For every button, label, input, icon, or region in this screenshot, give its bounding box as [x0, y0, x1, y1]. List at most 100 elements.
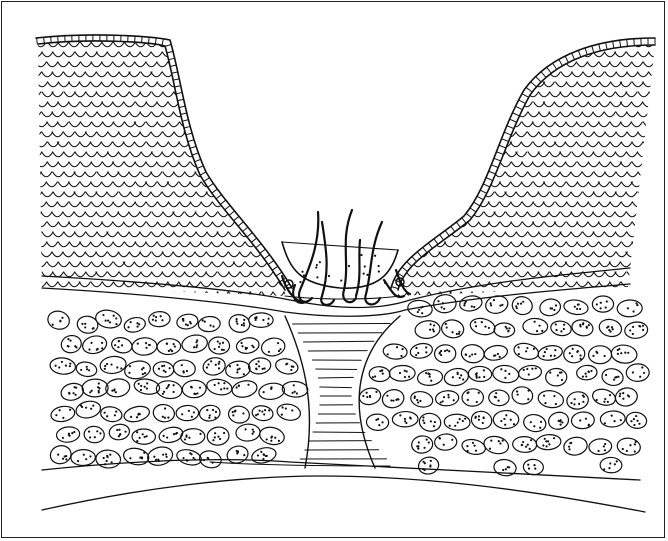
- nucleus-dot: [530, 439, 532, 441]
- nucleus: [414, 319, 441, 339]
- nucleus: [83, 425, 105, 443]
- cell-scallop: [80, 202, 91, 207]
- nucleus-dot: [113, 388, 115, 390]
- cell-scallop: [554, 102, 565, 107]
- cell-scallop: [528, 112, 539, 117]
- nucleus-dot: [88, 430, 90, 432]
- nucleus: [537, 344, 564, 362]
- nucleus-dot: [430, 460, 432, 462]
- nucleus-dot: [483, 369, 485, 371]
- cell-scallop: [97, 232, 108, 237]
- cell-scallop: [638, 232, 649, 237]
- nucleus-dot: [466, 445, 468, 447]
- cell-scallop: [632, 242, 643, 247]
- cell-scallop: [566, 82, 577, 87]
- cell-scallop: [229, 172, 240, 177]
- cell-scallop: [277, 42, 288, 47]
- nucleus-dot: [550, 355, 552, 357]
- cell-scallop: [644, 222, 655, 227]
- striation-line: [292, 323, 390, 324]
- nucleus-dot: [504, 424, 506, 426]
- cell-scallop: [107, 52, 118, 57]
- nucleus-dot: [635, 441, 637, 443]
- nucleus-dot: [258, 360, 260, 362]
- cell-scallop: [549, 172, 560, 177]
- nucleus: [122, 404, 151, 424]
- cell-scallop: [610, 122, 621, 127]
- cell-scallop: [70, 262, 81, 267]
- cell-scallop: [218, 272, 229, 277]
- nucleus-dot: [570, 402, 572, 404]
- cell-scallop: [96, 52, 107, 57]
- cell-scallop: [69, 82, 80, 87]
- cell-scallop: [648, 52, 659, 57]
- nucleus-dot: [83, 454, 85, 456]
- cell-scallop: [638, 172, 649, 177]
- cell-scallop: [113, 222, 124, 227]
- cell-scallop: [609, 42, 620, 47]
- nucleus-dot: [430, 380, 432, 382]
- cell-scallop: [162, 152, 173, 157]
- cell-scallop: [616, 92, 627, 97]
- cell-scallop: [550, 232, 561, 237]
- cell-scallop: [521, 142, 532, 147]
- cell-scallop: [577, 282, 588, 287]
- cell-scallop: [533, 222, 544, 227]
- nucleus-dot: [111, 390, 113, 392]
- cell-scallop: [549, 132, 560, 137]
- cell-scallop: [549, 212, 560, 217]
- nucleus: [461, 437, 487, 456]
- nucleus-dot: [627, 307, 629, 309]
- cell-scallop: [543, 102, 554, 107]
- nucleus: [409, 342, 434, 360]
- cell-scallop: [599, 202, 610, 207]
- cell-scallop: [653, 262, 664, 267]
- cell-scallop: [228, 132, 239, 137]
- cell-scallop: [251, 92, 262, 97]
- nucleus-dot: [518, 346, 520, 348]
- cell-scallop: [478, 42, 489, 47]
- cell-scallop: [571, 112, 582, 117]
- cell-scallop: [488, 202, 499, 207]
- nucleus: [81, 334, 109, 356]
- cell-scallop: [41, 252, 52, 257]
- cell-scallop: [565, 162, 576, 167]
- cell-scallop: [289, 202, 300, 207]
- cell-scallop: [456, 102, 467, 107]
- nucleus-dot: [186, 370, 188, 372]
- nucleus-dot: [166, 343, 168, 345]
- nucleus-dot: [257, 413, 259, 415]
- cell-scallop: [202, 62, 213, 67]
- nucleus-dot: [617, 353, 619, 355]
- nucleus-dot: [553, 395, 555, 397]
- cell-scallop: [451, 132, 462, 137]
- nucleus: [82, 379, 108, 397]
- cell-scallop: [484, 52, 495, 57]
- nucleus-dot: [550, 307, 552, 309]
- cell-scallop: [456, 202, 467, 207]
- nucleus-dot: [190, 453, 192, 455]
- nucleus-dot: [596, 399, 598, 401]
- cell-scallop: [544, 262, 555, 267]
- cell-scallop: [152, 212, 163, 217]
- nucleus-dot: [478, 415, 480, 417]
- cell-scallop: [440, 272, 451, 277]
- cell-scallop: [290, 102, 301, 107]
- nucleus-dot: [101, 342, 103, 344]
- nucleus: [99, 405, 123, 423]
- cell-scallop: [108, 72, 119, 77]
- cell-scallop: [417, 272, 428, 277]
- cell-scallop: [157, 142, 168, 147]
- nucleus-dot: [463, 304, 465, 306]
- cell-scallop: [512, 162, 523, 167]
- cell-scallop: [124, 222, 135, 227]
- cell-scallop: [534, 102, 545, 107]
- cell-scallop: [401, 42, 412, 47]
- cell-scallop: [522, 42, 533, 47]
- cell-scallop: [550, 92, 561, 97]
- nucleus-dot: [267, 322, 269, 324]
- nucleus-dot: [603, 401, 605, 403]
- cell-scallop: [261, 132, 272, 137]
- nucleus-dot: [161, 365, 163, 367]
- nucleus-dot: [597, 450, 599, 452]
